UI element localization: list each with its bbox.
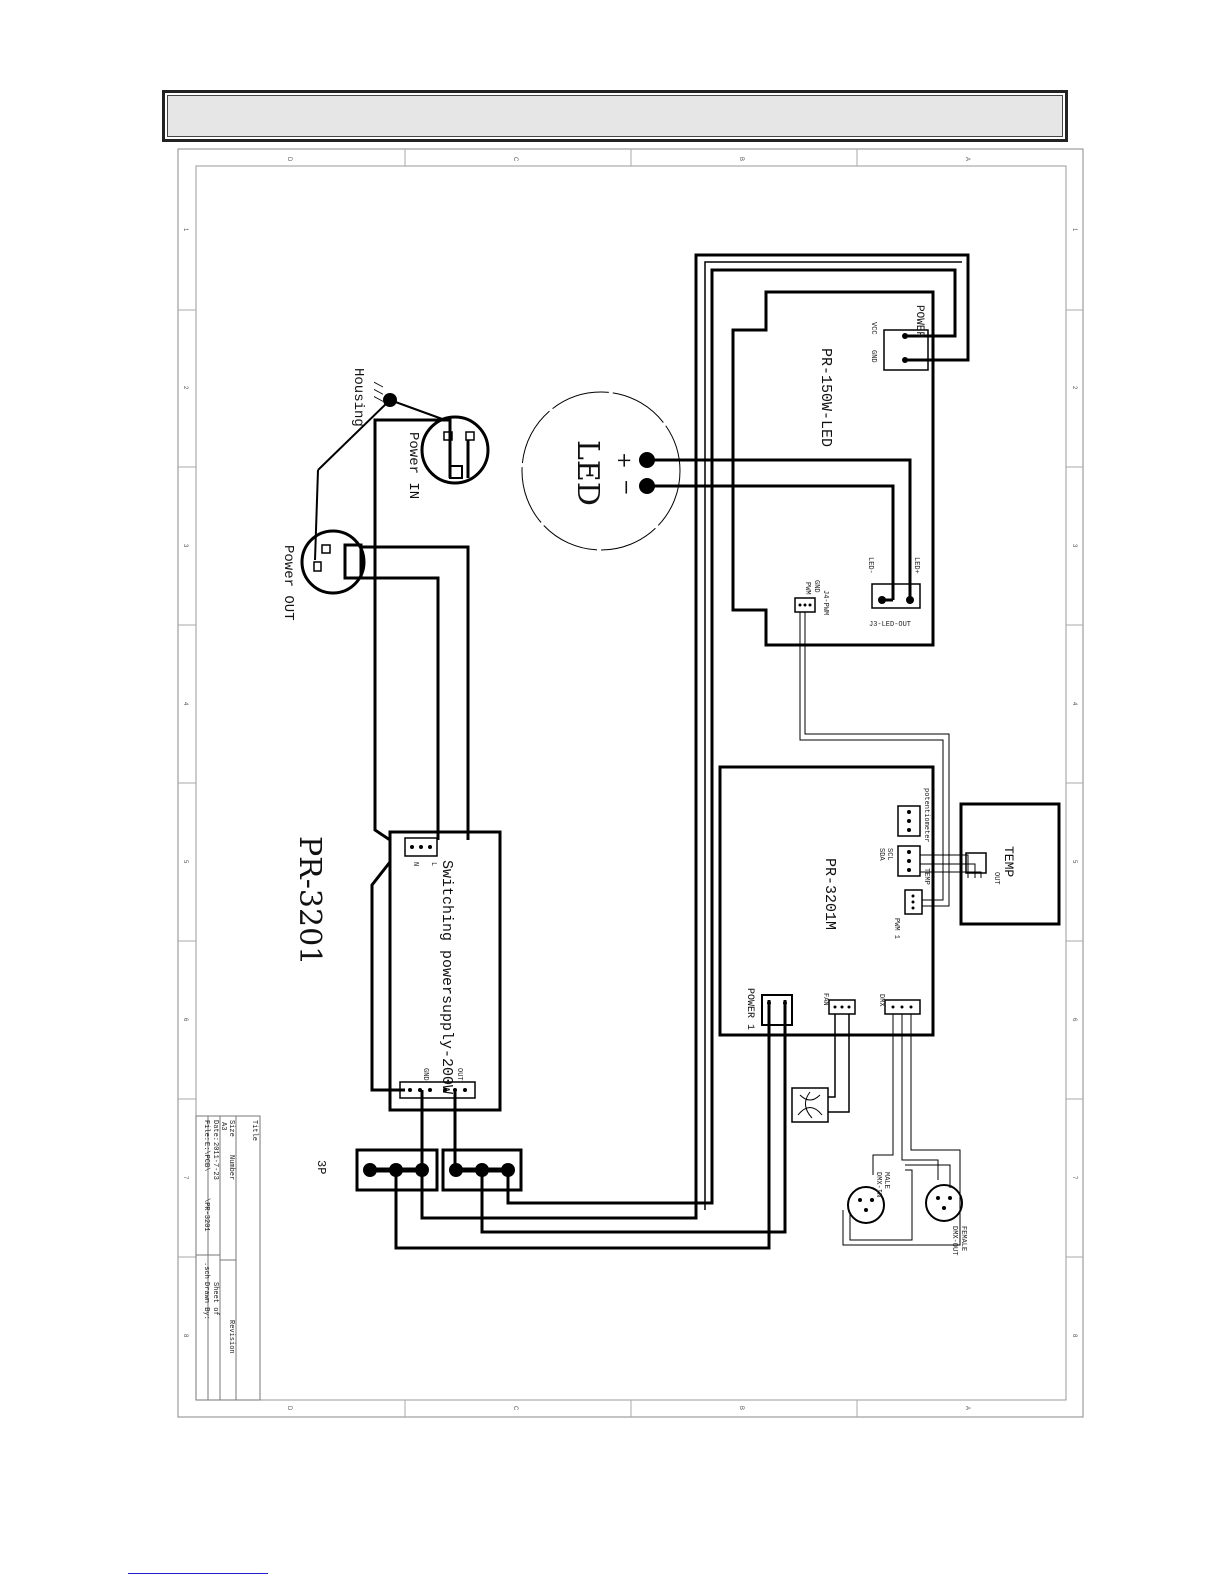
- power-in-label: Power IN: [405, 432, 421, 499]
- border-col-r-5: 5: [1071, 860, 1077, 864]
- control-board-sda: SDA: [877, 848, 885, 861]
- border-col-l-5: 5: [182, 860, 188, 864]
- psu-box: [388, 830, 502, 1112]
- led-minus: −: [615, 479, 639, 496]
- control-board-pwm1: PWM 1: [892, 918, 900, 939]
- fan-icon: [791, 1087, 829, 1123]
- led-board-pwm-header: J4-PWM: [821, 590, 829, 615]
- housing-wire: [317, 399, 391, 471]
- title-block-sch: .sch: [202, 1262, 210, 1279]
- housing-symbol: ///: [370, 381, 384, 403]
- temp-sensor-title: TEMP: [1001, 846, 1016, 877]
- border-row-bot-2: B: [738, 1406, 744, 1410]
- border-col-r-2: 2: [1071, 386, 1077, 390]
- model-title: PR-3201: [292, 836, 327, 965]
- title-block-file-value: E:\PCB\: [202, 1142, 210, 1171]
- inner-frame: [195, 165, 1067, 1401]
- led-label: LED: [570, 440, 605, 506]
- title-block-size: Size: [227, 1120, 235, 1137]
- title-block-title: Title: [250, 1120, 258, 1141]
- led-board-gnd: GND: [869, 350, 877, 363]
- dmx-in-connector: [847, 1186, 885, 1224]
- border-row-bot-3: A: [964, 1406, 970, 1410]
- title-block-file-label: File:: [202, 1120, 210, 1141]
- title-block-date-label: Date:: [211, 1120, 219, 1141]
- frame-ticks: [178, 149, 1083, 1417]
- border-col-l-1: 1: [182, 228, 188, 232]
- dmx-out-connector: [925, 1184, 963, 1222]
- border-col-r-8: 8: [1071, 1334, 1077, 1338]
- led-board-gnd-pin: GND: [812, 580, 820, 593]
- housing-label: Housing: [350, 368, 366, 427]
- border-row-bot-0: D: [286, 1406, 292, 1411]
- control-board-temp: TEMP: [922, 868, 930, 885]
- led-board-title: PR-150W-LED: [817, 348, 834, 447]
- border-col-l-8: 8: [182, 1334, 188, 1338]
- led-board-power: POWER: [913, 305, 925, 338]
- border-col-r-1: 1: [1071, 228, 1077, 232]
- title-block: [195, 1115, 261, 1401]
- border-row-top-2: B: [738, 157, 744, 161]
- control-board-box: [718, 765, 935, 1037]
- title-block-file-name: \PR-3201: [202, 1198, 210, 1232]
- border-row-top-0: D: [286, 157, 292, 162]
- title-block-drawn-by: Drawn By:: [202, 1282, 210, 1320]
- title-block-number: Number: [227, 1155, 235, 1180]
- control-board-title: PR-3201M: [821, 858, 838, 930]
- temp-sensor-out: OUT: [992, 872, 1000, 885]
- title-block-revision: Revision: [227, 1320, 235, 1354]
- psu-n: N: [411, 862, 419, 866]
- control-board-fan: FAN: [821, 993, 829, 1006]
- title-block-date-value: 2011-7-23: [211, 1142, 219, 1180]
- outer-frame: [177, 148, 1084, 1418]
- border-col-l-6: 6: [182, 1018, 188, 1022]
- led-board-box: [731, 290, 935, 647]
- border-row-top-3: A: [964, 157, 970, 161]
- terminal-label: 3P: [314, 1160, 328, 1174]
- control-board-potentiometer: potentiometer: [922, 788, 930, 843]
- title-block-size-value: A3: [219, 1122, 227, 1130]
- control-board-scl: SCL: [885, 848, 893, 861]
- border-col-r-6: 6: [1071, 1018, 1077, 1022]
- power-in-connector: [420, 415, 490, 485]
- border-col-l-2: 2: [182, 386, 188, 390]
- dmx-out-female: FEMALE: [959, 1226, 967, 1251]
- title-block-sheet: Sheet of: [211, 1282, 219, 1316]
- temp-sensor-box: [959, 802, 1061, 926]
- psu-gnd: GND: [421, 1068, 429, 1081]
- border-col-r-7: 7: [1071, 1176, 1077, 1180]
- dmx-in-male: MALE: [882, 1172, 890, 1189]
- dmx-in-label: DMX-IN: [874, 1172, 882, 1197]
- power-out-label: Power OUT: [280, 545, 296, 621]
- border-col-r-3: 3: [1071, 544, 1077, 548]
- border-col-r-4: 4: [1071, 702, 1077, 706]
- led-plus: +: [613, 452, 637, 469]
- led-lamp: [521, 391, 681, 551]
- dc-wires: [394, 253, 970, 1250]
- header-bar: [162, 90, 1068, 142]
- border-col-l-7: 7: [182, 1176, 188, 1180]
- led-board-led-minus: LED-: [866, 557, 874, 574]
- border-row-top-1: C: [512, 157, 518, 162]
- border-row-bot-1: C: [512, 1406, 518, 1411]
- psu-l: L: [429, 862, 437, 866]
- psu-title: Switching powersupply-200W: [438, 860, 455, 1094]
- led-board-led-plus: LED+: [912, 557, 920, 574]
- border-col-l-4: 4: [182, 702, 188, 706]
- dmx-out-label: DMX-OUT: [950, 1226, 958, 1255]
- footer-link[interactable]: [128, 1573, 268, 1574]
- control-board-dmx: DMX: [877, 994, 885, 1007]
- control-board-power1: POWER 1: [744, 988, 755, 1030]
- power-out-connector: [300, 529, 366, 595]
- dmx-wires: [842, 1014, 961, 1246]
- psu-out: OUT: [455, 1068, 463, 1081]
- led-board-led-out: J3-LED-OUT: [869, 621, 911, 629]
- border-col-l-3: 3: [182, 544, 188, 548]
- led-board-vcc: VCC: [869, 322, 877, 335]
- led-board-pwm-pin: PWM: [803, 582, 811, 595]
